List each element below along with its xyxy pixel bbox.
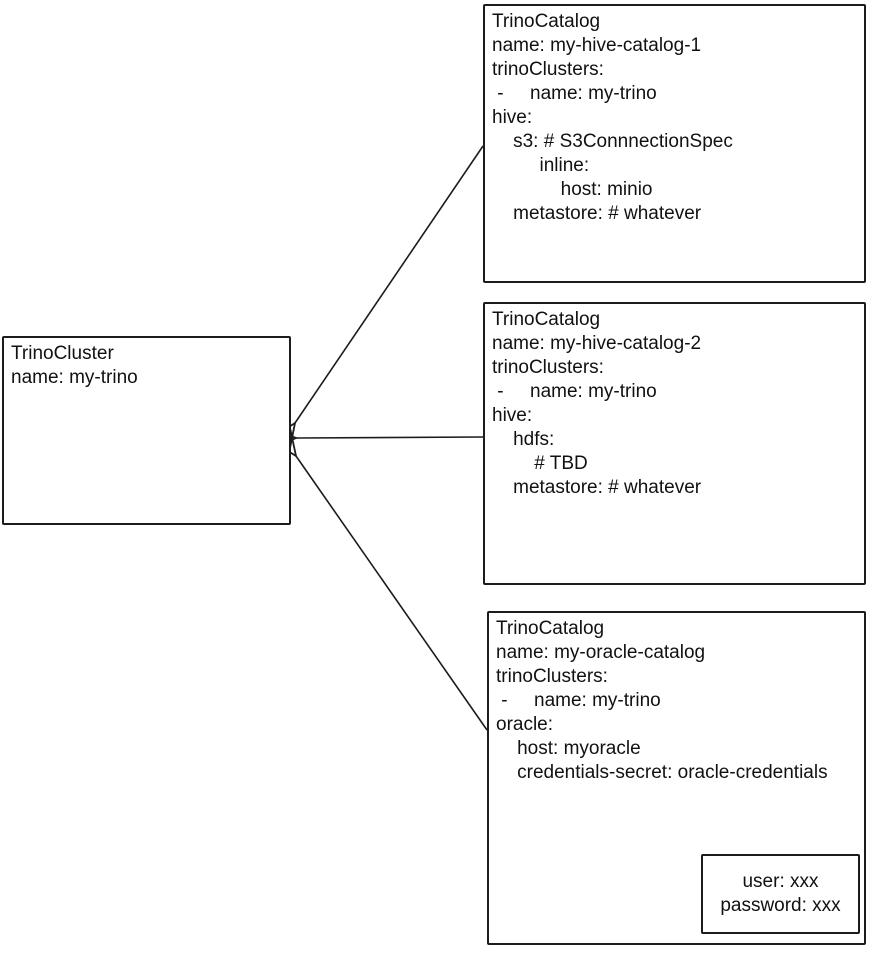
yaml-line: s3: # S3ConnnectionSpec <box>492 131 733 152</box>
node-title: TrinoCatalog <box>492 309 601 330</box>
credentials-secret-node: user: xxx password: xxx <box>701 854 860 934</box>
node-title: TrinoCatalog <box>496 618 605 639</box>
yaml-line: trinoClusters: <box>496 666 608 687</box>
yaml-line: hive: <box>492 107 533 128</box>
node-title: TrinoCluster <box>11 343 114 364</box>
connector-catalog2-to-cluster <box>296 437 484 438</box>
connector-catalog3-to-cluster <box>296 456 488 731</box>
yaml-line: host: myoracle <box>496 738 641 759</box>
yaml-line: trinoClusters: <box>492 59 604 80</box>
yaml-line: metastore: # whatever <box>492 203 702 224</box>
yaml-line: - name: my-trino <box>492 83 657 104</box>
yaml-line: metastore: # whatever <box>492 477 702 498</box>
trinocluster-node: TrinoCluster name: my-trino <box>2 336 291 525</box>
yaml-line: name: my-oracle-catalog <box>496 642 706 663</box>
yaml-line: name: my-trino <box>11 367 138 388</box>
node-title: TrinoCatalog <box>492 11 601 32</box>
yaml-line: name: my-hive-catalog-1 <box>492 35 702 56</box>
yaml-line: name: my-hive-catalog-2 <box>492 333 702 354</box>
yaml-line: trinoClusters: <box>492 357 604 378</box>
yaml-line: - name: my-trino <box>492 381 657 402</box>
yaml-line: inline: <box>492 155 590 176</box>
trinocatalog-node-hive-1: TrinoCatalog name: my-hive-catalog-1 tri… <box>483 4 866 283</box>
yaml-line: oracle: <box>496 714 554 735</box>
yaml-line: password: xxx <box>720 895 841 916</box>
yaml-line: # TBD <box>492 453 588 474</box>
yaml-line: user: xxx <box>742 871 819 892</box>
trinocatalog-node-oracle: TrinoCatalog name: my-oracle-catalog tri… <box>487 611 866 945</box>
yaml-line: credentials-secret: oracle-credentials <box>496 762 828 783</box>
yaml-line: host: minio <box>492 179 653 200</box>
connector-catalog1-to-cluster <box>295 145 484 423</box>
yaml-line: hive: <box>492 405 533 426</box>
trinocatalog-node-hive-2: TrinoCatalog name: my-hive-catalog-2 tri… <box>483 302 866 585</box>
yaml-line: hdfs: <box>492 429 555 450</box>
yaml-line: - name: my-trino <box>496 690 661 711</box>
